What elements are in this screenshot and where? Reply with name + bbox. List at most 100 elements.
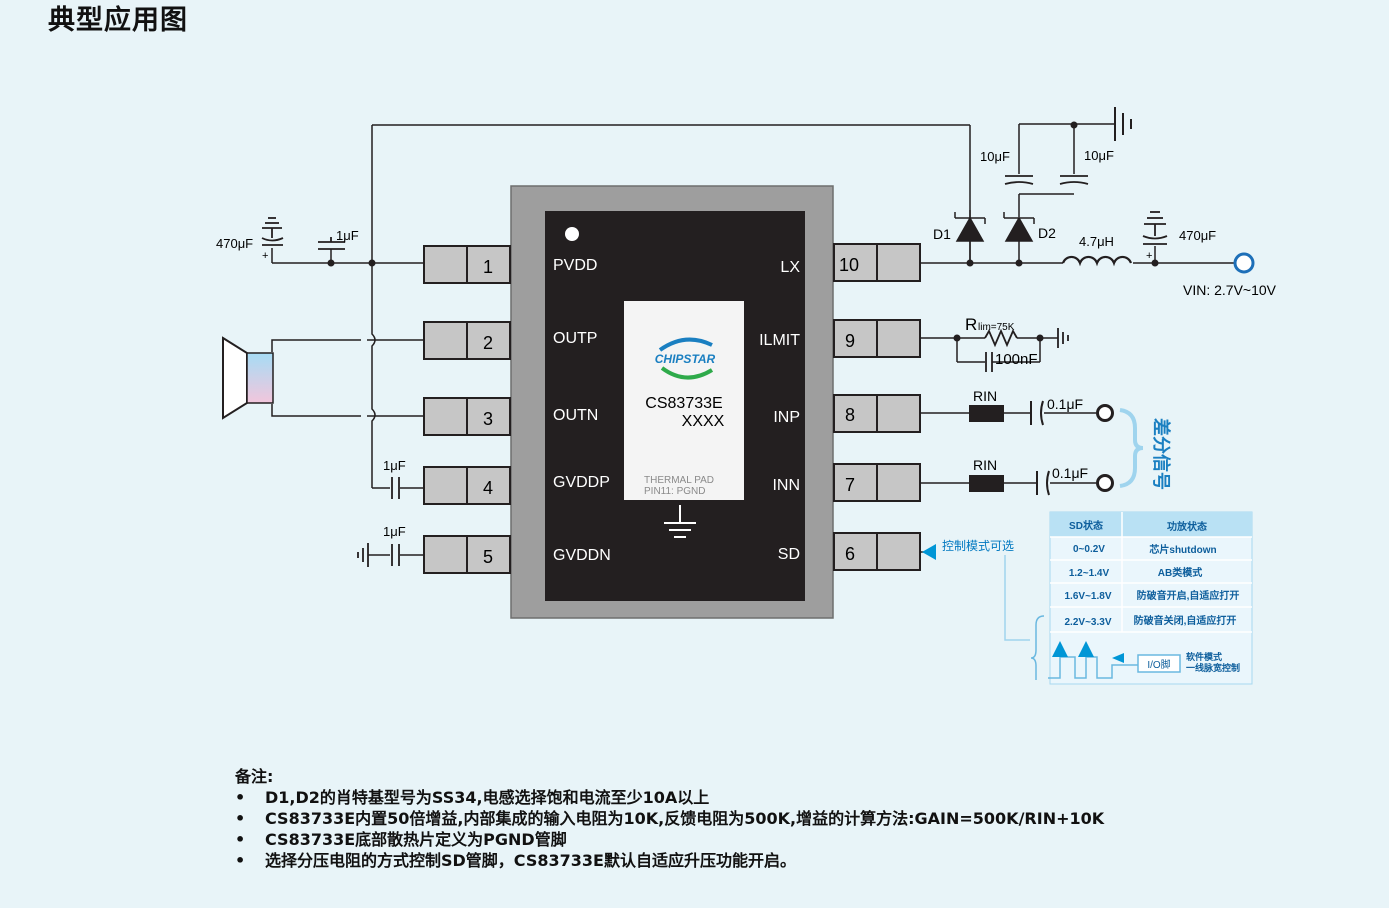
pin-label-outp: OUTP (553, 330, 597, 347)
cap-1uf-gvddn-label: 1μF (383, 524, 406, 539)
note-item: CS83733E内置50倍增益,内部集成的输入电阻为10K,反馈电阻为500K,… (235, 808, 1104, 829)
cap-10uf-1-label: 10μF (980, 149, 1010, 164)
diff-signal-label: 差分信号 (1151, 418, 1172, 490)
pin-label-inp: INP (773, 409, 800, 426)
ground-top-icon (1114, 107, 1132, 141)
pad-ground-icon (664, 505, 696, 538)
pin-label-sd: SD (778, 546, 800, 563)
software-mode-label: 软件模式 (1186, 651, 1222, 662)
cap-100nf-icon (985, 352, 993, 372)
pin-label-gvddp: GVDDP (553, 474, 610, 491)
diff-brace-icon (1119, 408, 1144, 488)
pin-number-6: 6 (845, 544, 855, 564)
cap-470uf-left-icon (261, 217, 284, 246)
inductor-icon (1061, 255, 1133, 267)
cap-1uf-gvddn-icon (391, 544, 400, 566)
rlim-sub-label: lim=75K (978, 322, 1015, 333)
cap-10uf-2-label: 10μF (1084, 148, 1114, 163)
cap-cin-n-icon (1036, 470, 1050, 496)
notes-heading: 备注: (235, 767, 274, 786)
pin-label-gvddn: GVDDN (553, 547, 611, 564)
svg-text:+: + (262, 250, 268, 262)
table-cell: 0~0.2V (1073, 544, 1105, 555)
rin-p-label: RIN (973, 388, 997, 404)
cap-470uf-right-icon (1142, 211, 1168, 245)
note-item: 选择分压电阻的方式控制SD管脚，CS83733E默认自适应升压功能开启。 (235, 850, 1104, 871)
cap-10uf-1-icon (1004, 175, 1034, 185)
pulse-arrow-icon (1112, 653, 1124, 663)
notes-section: 备注: D1,D2的肖特基型号为SS34,电感选择饱和电流至少10A以上 CS8… (235, 766, 1104, 871)
pulse-arrow-icon (1078, 641, 1094, 657)
inductor-label: 4.7μH (1079, 234, 1114, 249)
pin11-label: PIN11: PGND (644, 486, 706, 497)
left-pins (423, 245, 511, 574)
cin-p-label: 0.1μF (1047, 396, 1083, 412)
rin-n-label: RIN (973, 457, 997, 473)
table-cell: 防破音关闭,自适应打开 (1134, 614, 1237, 627)
input-terminal-p-icon (1096, 404, 1114, 422)
thermal-pad-label: THERMAL PAD (644, 475, 714, 486)
table-cell: 1.2~1.4V (1069, 568, 1110, 579)
diode-d1-icon (954, 210, 986, 242)
sd-status-table: SD状态 功放状态 0~0.2V 芯片shutdown 1.2~1.4V AB类… (1030, 511, 1253, 685)
table-cell: 防破音开启,自适应打开 (1137, 589, 1240, 602)
sd-hint-label: 控制模式可选 (942, 539, 1014, 553)
chip-brand: CHIPSTAR (655, 352, 716, 366)
ground-ilimit-icon (1057, 328, 1069, 348)
pulse-control-label: 一线脉宽控制 (1186, 662, 1240, 673)
io-pin-label: I/O脚 (1147, 658, 1170, 671)
cap-1uf-pvdd-icon (318, 237, 345, 250)
chip-suffix: XXXX (682, 413, 725, 430)
notes-list: D1,D2的肖特基型号为SS34,电感选择饱和电流至少10A以上 CS83733… (235, 787, 1104, 871)
table-cell: 芯片shutdown (1149, 543, 1216, 556)
table-cell: 2.2V~3.3V (1065, 617, 1112, 628)
pin-number-7: 7 (845, 475, 855, 495)
pin-label-outn: OUTN (553, 407, 598, 424)
table-cell: AB类模式 (1158, 566, 1202, 579)
svg-text:+: + (1146, 250, 1152, 262)
cap-1uf-gvddp-label: 1μF (383, 458, 406, 473)
pin-label-ilmit: ILMIT (759, 332, 800, 349)
pin-number-4: 4 (483, 478, 493, 498)
note-item: CS83733E底部散热片定义为PGND管脚 (235, 829, 1104, 850)
pin-number-8: 8 (845, 405, 855, 425)
pin-number-5: 5 (483, 547, 493, 567)
ilimit-wiring (920, 328, 1058, 363)
pin-number-2: 2 (483, 333, 493, 353)
pin-number-1: 1 (483, 257, 493, 277)
chip-part: CS83733E (645, 395, 722, 412)
note-item: D1,D2的肖特基型号为SS34,电感选择饱和电流至少10A以上 (235, 787, 1104, 808)
diode-d2-label: D2 (1038, 225, 1056, 241)
cin-n-label: 0.1μF (1052, 465, 1088, 481)
chip-package: CHIPSTAR CS83733E XXXX THERMAL PAD PIN11… (510, 185, 834, 619)
sd-arrow-icon (922, 544, 936, 560)
ground-gvddn-icon (357, 543, 369, 567)
cap-470uf-right-label: 470μF (1179, 228, 1216, 243)
boost-wiring (920, 123, 1236, 264)
cap-cin-p-icon (1030, 400, 1044, 426)
pin-label-pvdd: PVDD (553, 257, 597, 274)
resistor-rin-p-icon (969, 405, 1004, 422)
pin-number-3: 3 (483, 409, 493, 429)
pin-number-9: 9 (845, 331, 855, 351)
pin1-marker (565, 227, 579, 241)
cap-1uf-pvdd-label: 1μF (336, 228, 359, 243)
cap-470uf-left-label: 470μF (216, 236, 253, 251)
table-header-sd: SD状态 (1069, 519, 1103, 532)
cap-1uf-gvddp-icon (391, 477, 400, 499)
table-cell: 1.6V~1.8V (1065, 591, 1112, 602)
cap-100nf-label: 100nF (995, 351, 1038, 368)
input-terminal-n-icon (1096, 474, 1114, 492)
vin-terminal-icon (1233, 252, 1255, 274)
chipstar-logo-icon (658, 337, 713, 352)
pin-label-lx: LX (780, 259, 800, 276)
speaker-icon (222, 336, 274, 420)
pin-label-inn: INN (772, 477, 800, 494)
vin-label: VIN: 2.7V~10V (1183, 282, 1277, 298)
table-header-amp: 功放状态 (1167, 520, 1207, 533)
cap-10uf-2-icon (1059, 175, 1089, 185)
resistor-rin-n-icon (969, 475, 1004, 492)
diode-d1-label: D1 (933, 226, 951, 242)
rlim-label: R (965, 315, 977, 334)
